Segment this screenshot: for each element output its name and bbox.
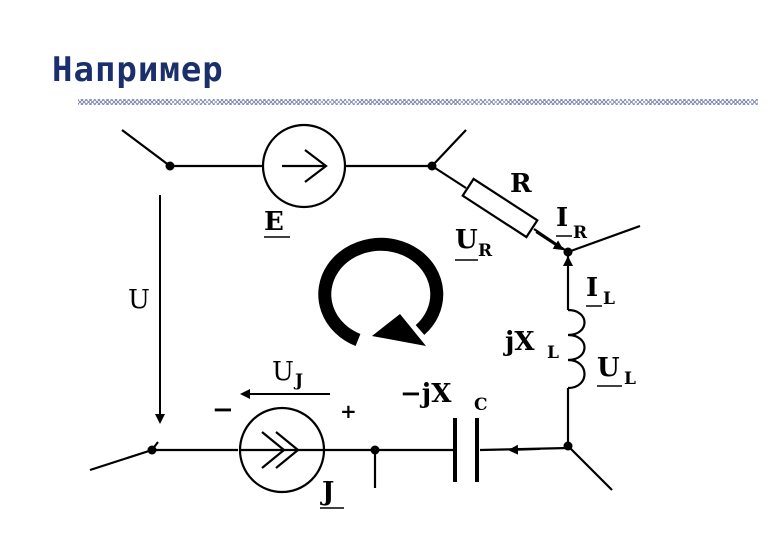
label-ur-sub: R [478, 241, 493, 261]
label-plus: + [340, 399, 357, 423]
resistor-r [461, 177, 539, 239]
node-right-upper [563, 247, 573, 257]
lead-top-left [121, 129, 171, 167]
lead-top-right [431, 129, 467, 167]
voltage-source-e [261, 123, 347, 209]
inductor-l [567, 308, 586, 390]
slide-title: Например [52, 50, 224, 90]
title-divider [78, 99, 758, 105]
current-source-j [238, 406, 326, 494]
label-minus: − [212, 395, 234, 425]
arrow-ir [535, 231, 564, 251]
arrow-bottom-current [508, 444, 541, 455]
lead-bottom-left [89, 448, 153, 472]
label-e: E [264, 207, 284, 237]
lead-right-lower [567, 445, 613, 491]
label-jxl-sub: L [547, 343, 559, 363]
label-il-main: I [586, 273, 598, 303]
label-u: U [128, 285, 150, 315]
node-right-lower [563, 441, 573, 451]
node-bottom-left [147, 445, 157, 455]
label-uj-sub: J [293, 371, 303, 391]
label-r: R [510, 169, 532, 199]
label-ir-main: I [556, 203, 568, 233]
label-uj-main: U [272, 357, 294, 387]
label-ur-main: U [455, 225, 478, 255]
label-ir-sub: R [573, 223, 588, 243]
node-bottom-mid [370, 445, 380, 455]
label-ul-main: U [597, 353, 620, 383]
label-ul-sub: L [624, 369, 636, 389]
loop-direction-icon [318, 237, 444, 347]
node-top-right [427, 161, 437, 171]
label-jxc-main: −jX [400, 379, 452, 409]
label-j: J [320, 477, 334, 507]
lead-right-upper [567, 224, 641, 254]
label-il-sub: L [603, 289, 615, 309]
label-jxl-main: jX [503, 327, 535, 357]
node-top-left [165, 161, 175, 171]
wire-diag-1 [431, 165, 467, 189]
label-jxc-sub: C [474, 395, 488, 415]
